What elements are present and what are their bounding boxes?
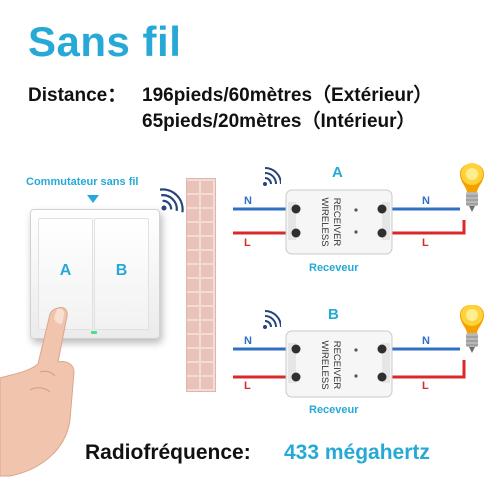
receiver-a-terminal	[377, 204, 387, 214]
switch-indicator-led	[91, 331, 97, 334]
receiver-a-out-n-label: N	[422, 195, 430, 207]
receiver-b-signal-icon	[263, 310, 281, 329]
switch-button-a-label: A	[59, 262, 72, 279]
receiver-a-out-l-label: L	[422, 237, 429, 249]
page-title: Sans fil	[28, 18, 182, 65]
radio-frequency-label: Radiofréquence:	[85, 441, 251, 464]
brick-wall	[186, 178, 216, 392]
receiver-b-terminal	[377, 344, 387, 354]
receiver-a-signal-icon	[263, 167, 281, 186]
receiver-b-letter: B	[328, 306, 339, 323]
switch-signal-icon	[160, 188, 184, 213]
receiver-a-module-text-1: WIRELESS	[319, 197, 330, 246]
receiver-b-diagram: WIRELESS RECEIVER	[233, 305, 484, 398]
receiver-a-terminal	[377, 228, 387, 238]
receiver-a-letter: A	[332, 164, 343, 181]
distance-label: Distance：	[28, 85, 127, 106]
receiver-a-terminal	[291, 228, 301, 238]
receiver-b-label: Receveur	[309, 404, 359, 416]
distance-indoor: 65pieds/20mètres（Intérieur）	[142, 111, 416, 132]
receiver-a-terminal	[291, 204, 301, 214]
receiver-a-in-l-label: L	[244, 237, 251, 249]
receiver-b-module	[285, 330, 393, 398]
receiver-b-in-l-label: L	[244, 380, 251, 392]
receiver-a-diagram: WIRELESS RECEIVER	[233, 163, 484, 255]
receiver-b-out-l-label: L	[422, 380, 429, 392]
receiver-a-live-to-bulb	[444, 220, 466, 235]
receiver-b-terminal	[291, 372, 301, 382]
receiver-a-module	[285, 189, 393, 255]
receiver-a-in-n-label: N	[244, 195, 252, 207]
wireless-wall-switch: A B	[30, 209, 160, 339]
switch-caption: Commutateur sans fil	[26, 176, 139, 188]
receiver-a-label: Receveur	[309, 262, 359, 274]
receiver-b-live-to-bulb	[444, 360, 466, 379]
receiver-b-terminal	[291, 344, 301, 354]
distance-outdoor: 196pieds/60mètres（Extérieur）	[142, 85, 433, 106]
receiver-a-module-text-2: RECEIVER	[331, 198, 342, 247]
receiver-b-out-n-label: N	[422, 335, 430, 347]
switch-button-b[interactable]: B	[94, 218, 149, 330]
receiver-b-in-n-label: N	[244, 335, 252, 347]
receiver-b-module-text-2: RECEIVER	[331, 341, 342, 390]
receiver-b-terminal	[377, 372, 387, 382]
receiver-b-bulb-icon	[460, 305, 484, 353]
receiver-b-module-text-1: WIRELESS	[319, 340, 330, 389]
caption-arrow-icon	[87, 195, 99, 203]
receiver-a-bulb-icon	[460, 163, 484, 212]
radio-frequency-value: 433 mégahertz	[284, 441, 430, 464]
finger-pressing-icon	[0, 307, 75, 477]
switch-button-b-label: B	[115, 262, 128, 279]
